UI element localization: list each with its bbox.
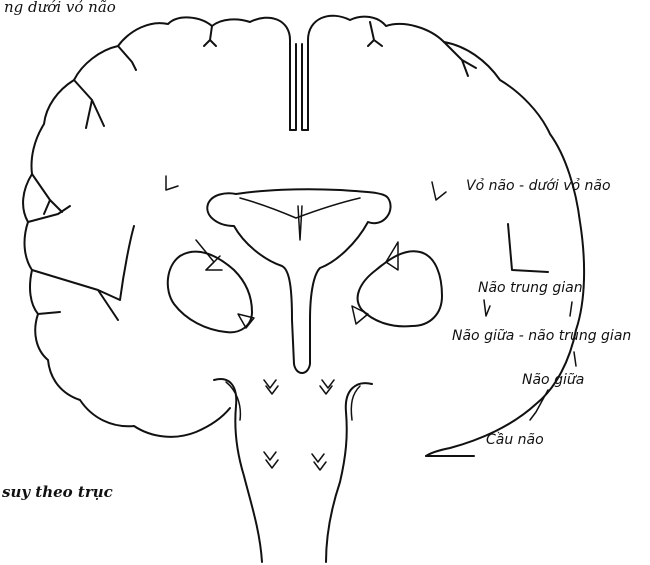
label-tick-4 xyxy=(530,390,548,420)
left-hemisphere-outline xyxy=(23,17,290,436)
brainstem-right-inner xyxy=(351,386,360,420)
right-hemisphere-outline xyxy=(308,16,584,456)
left-cortex-arrow-mark xyxy=(166,176,178,190)
corpus-callosum-inner xyxy=(240,198,360,218)
label-pons: Cầu não xyxy=(486,432,544,448)
left-insula-sulcus xyxy=(32,226,134,320)
left-sulcus-5 xyxy=(38,312,60,314)
right-cortex-arrow-mark xyxy=(432,182,446,200)
midbrain-arrows-upper xyxy=(264,380,334,394)
longitudinal-fissure xyxy=(290,44,308,130)
midbrain-arrows-lower xyxy=(264,452,326,470)
label-tick-2 xyxy=(570,302,572,316)
bottom-caption: suy theo trục xyxy=(2,483,113,501)
left-sylvian-fissure xyxy=(28,206,70,222)
label-midbrain-diencephalon: Não giữa - não trung gian xyxy=(452,328,631,344)
label-diencephalon: Não trung gian xyxy=(478,280,583,296)
label-tick-3 xyxy=(574,352,576,366)
left-sulcus-1 xyxy=(204,26,216,46)
top-caption: ng dưới vỏ não xyxy=(4,0,116,16)
left-sulcus-2 xyxy=(118,46,136,70)
brainstem-right-contour xyxy=(326,383,372,562)
label-midbrain: Não giữa xyxy=(522,372,584,388)
left-thalamus-arrow-3 xyxy=(206,256,220,270)
left-thalamus-arrow-1 xyxy=(196,240,222,270)
septum-pellucidum xyxy=(298,206,302,240)
label-cortex-subcortex: Vỏ não - dưới vỏ não xyxy=(466,178,611,194)
label-tick-1 xyxy=(484,300,490,316)
right-thalamus xyxy=(358,251,442,326)
left-sulcus-3 xyxy=(74,80,104,128)
left-sulcus-4 xyxy=(32,174,62,214)
left-thalamus xyxy=(168,252,252,333)
brainstem-left-contour xyxy=(214,379,262,562)
right-sulcus-1 xyxy=(368,22,382,46)
posture-sketch xyxy=(508,224,548,272)
